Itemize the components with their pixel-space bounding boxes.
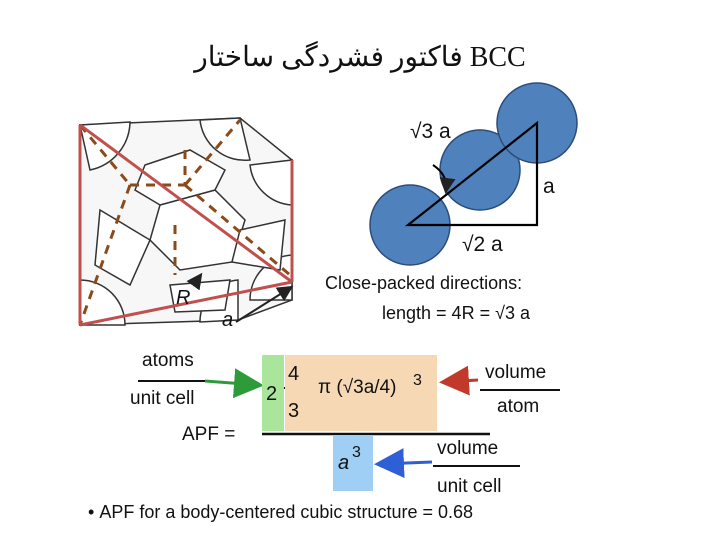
cell-volume-base: a	[338, 452, 350, 474]
cube-edges-dashed	[78, 119, 291, 326]
pi-exponent: 3	[413, 372, 422, 389]
red-body-diagonal	[79, 123, 293, 284]
blue-arrow	[374, 448, 433, 479]
dashed-edge	[78, 184, 132, 326]
red-face-diagonal	[79, 280, 293, 327]
dashed-edge	[78, 124, 132, 186]
red-diagonals	[78, 123, 294, 327]
bullet-icon: •	[88, 502, 100, 522]
edge-arrow	[235, 285, 294, 323]
volume-cell-bottom: unit cell	[437, 476, 502, 497]
green-arrow	[204, 368, 264, 399]
apf-label: APF =	[182, 424, 236, 445]
volume-highlight	[285, 355, 437, 431]
fraction-numerator: 4	[288, 363, 300, 385]
fraction-denominator: 3	[288, 400, 300, 422]
atom-count: 2	[266, 383, 278, 405]
radius-label: R	[176, 287, 191, 309]
cell-volume-highlight	[333, 436, 373, 491]
close-packed-length: length = 4R = √3 a	[382, 303, 530, 323]
angle-arrow	[432, 164, 456, 194]
corner-sphere	[199, 117, 251, 162]
dashed-edge	[183, 119, 242, 186]
hypotenuse-label: √3 a	[410, 120, 451, 143]
count-highlight	[262, 355, 284, 431]
page-title: فاکتور فشردگی ساختار BCC	[194, 42, 526, 73]
close-packed-title: Close-packed directions:	[325, 273, 523, 293]
unit-cell-label: unit cell	[130, 388, 195, 409]
summary-text: APF for a body-centered cubic structure …	[99, 502, 474, 522]
cell-volume-exponent: 3	[352, 444, 361, 461]
volume-atom-bottom: atom	[497, 396, 540, 417]
corner-sphere	[249, 159, 293, 206]
volume-atom-top: volume	[485, 362, 547, 383]
pi-expression: π (√3a/4)	[318, 377, 397, 398]
base-label: √2 a	[462, 233, 503, 256]
edge-label: a	[222, 309, 234, 331]
radius-arrow	[186, 272, 203, 291]
summary-bullet: • APF for a body-centered cubic structur…	[88, 502, 473, 523]
atoms-label: atoms	[142, 350, 194, 371]
right-triangle	[404, 120, 539, 227]
center-atom-top	[134, 149, 226, 206]
side-label: a	[543, 175, 555, 198]
volume-cell-top: volume	[437, 438, 499, 459]
red-arrow	[439, 365, 479, 396]
dashed-edge	[184, 183, 291, 277]
